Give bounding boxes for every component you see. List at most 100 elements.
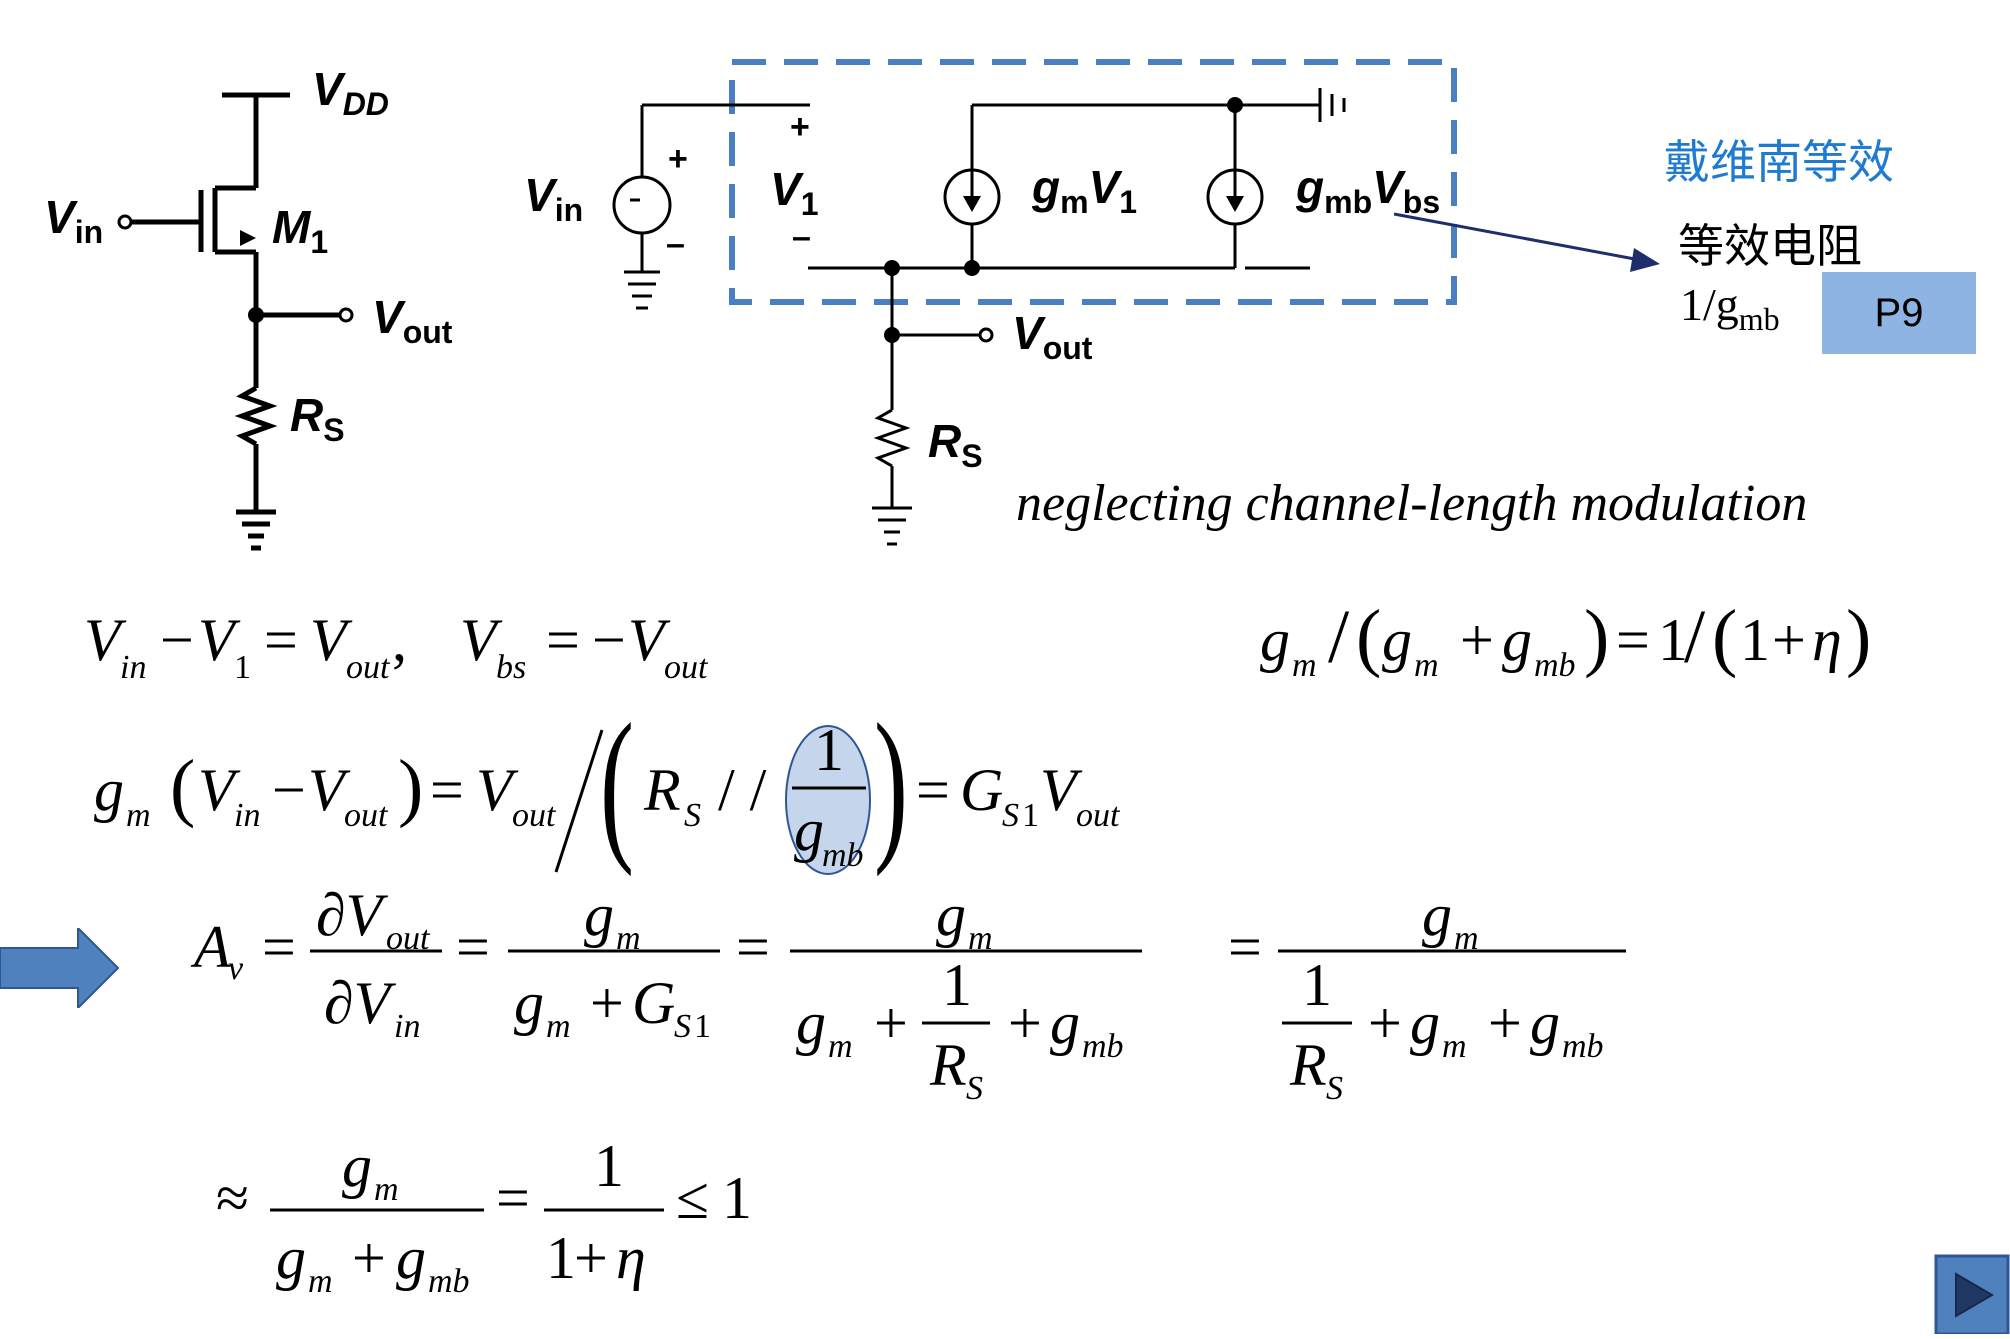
small-signal-circuit: [612, 59, 1457, 546]
equation-kvl: V in − V 1 = V out , V bs = − V out: [84, 607, 709, 686]
svg-text:(: (: [600, 700, 634, 878]
svg-text:/ /: / /: [718, 757, 767, 823]
svg-text:R: R: [643, 757, 681, 823]
svg-text:(: (: [1356, 595, 1381, 679]
svg-text:m: m: [374, 1171, 399, 1208]
svg-text:−: −: [592, 607, 626, 673]
svg-text:=: =: [1228, 914, 1262, 980]
svg-text:g: g: [584, 882, 614, 948]
svg-text:+: +: [574, 1225, 608, 1291]
svg-text:1: 1: [814, 717, 844, 783]
svg-text:−: −: [160, 607, 194, 673]
svg-text:mb: mb: [822, 837, 864, 874]
svg-text:): ): [1846, 595, 1871, 679]
svg-text:≈: ≈: [216, 1165, 249, 1231]
svg-text:m: m: [1442, 1028, 1467, 1065]
svg-text:=: =: [916, 757, 950, 823]
svg-text:v: v: [228, 950, 244, 987]
svg-text:mb: mb: [428, 1263, 470, 1300]
svg-text:G: G: [632, 970, 675, 1036]
svg-text:V: V: [310, 607, 353, 673]
right-vin-label: Vin: [524, 169, 584, 229]
source-follower-circuit: [117, 92, 354, 551]
assumption-note: neglecting channel-length modulation: [1016, 475, 1808, 532]
equation-gain: A v = ∂V out ∂V in = g m g m + G S 1 = g…: [190, 882, 1626, 1107]
equivalent-resistance-label: 等效电阻: [1678, 219, 1862, 273]
thevenin-dashed-box: [729, 59, 1457, 305]
svg-text:+: +: [590, 970, 624, 1036]
play-next-icon: [1934, 1254, 2010, 1336]
svg-text:): ): [874, 700, 908, 878]
next-slide-button[interactable]: [1934, 1254, 2010, 1336]
svg-text:=: =: [736, 914, 770, 980]
v1-minus-sign: –: [792, 218, 811, 256]
svg-text:+: +: [1488, 990, 1522, 1056]
page-ref-badge[interactable]: P9: [1822, 272, 1976, 354]
svg-text:V: V: [308, 757, 351, 823]
svg-text:=: =: [262, 914, 296, 980]
svg-text:g: g: [796, 990, 826, 1056]
svg-text:S: S: [1326, 1070, 1343, 1107]
svg-text:out: out: [346, 649, 391, 686]
svg-text:G: G: [960, 757, 1003, 823]
svg-text:out: out: [664, 649, 709, 686]
svg-text:1: 1: [234, 649, 251, 686]
svg-text:R: R: [1289, 1032, 1327, 1098]
vin-plus-sign: +: [668, 140, 688, 178]
svg-text:out: out: [512, 797, 557, 834]
svg-text:g: g: [1502, 607, 1532, 673]
svg-text:+: +: [874, 990, 908, 1056]
left-vdd-label: VDD: [312, 63, 389, 123]
svg-text:=: =: [1616, 607, 1650, 673]
svg-text:m: m: [308, 1263, 333, 1300]
svg-text:g: g: [342, 1133, 372, 1199]
left-rs-label: RS: [290, 389, 345, 449]
svg-text:): ): [1584, 595, 1609, 679]
svg-text:,: ,: [392, 607, 407, 673]
svg-text:V: V: [84, 607, 127, 673]
svg-text:V: V: [476, 757, 519, 823]
svg-text:(: (: [170, 745, 195, 829]
svg-text:V: V: [460, 607, 503, 673]
svg-text:out: out: [1076, 797, 1121, 834]
svg-text:1: 1: [942, 952, 972, 1018]
svg-text:=: =: [430, 757, 464, 823]
svg-text:+: +: [1460, 607, 1494, 673]
svg-text:+: +: [352, 1225, 386, 1291]
right-vout-label: Vout: [1012, 307, 1093, 367]
svg-text:g: g: [1050, 990, 1080, 1056]
svg-text:/: /: [1328, 595, 1350, 679]
svg-text:=: =: [546, 607, 580, 673]
svg-text:1: 1: [546, 1225, 576, 1291]
svg-text:g: g: [794, 797, 824, 863]
svg-text:bs: bs: [496, 649, 526, 686]
svg-text:S: S: [966, 1070, 983, 1107]
svg-text:V: V: [198, 757, 241, 823]
svg-text:mb: mb: [1082, 1028, 1124, 1065]
svg-text:g: g: [94, 757, 124, 823]
svg-text:g: g: [1422, 882, 1452, 948]
svg-text:g: g: [1530, 990, 1560, 1056]
vin-terminal: [117, 214, 133, 230]
vin-minus-sign: –: [666, 225, 685, 263]
highlight-ellipse: [785, 725, 871, 875]
svg-text:S: S: [684, 797, 701, 834]
svg-text:m: m: [126, 797, 151, 834]
svg-text:g: g: [1260, 607, 1290, 673]
gmb-vbs-label: gmbVbs: [1296, 161, 1441, 221]
svg-text:A: A: [190, 914, 231, 980]
svg-text:=: =: [496, 1165, 530, 1231]
left-vin-label: Vin: [44, 191, 104, 251]
svg-text:in: in: [120, 649, 146, 686]
svg-text:S: S: [674, 1008, 691, 1045]
svg-text:g: g: [276, 1225, 306, 1291]
svg-text:=: =: [264, 607, 298, 673]
svg-text:(: (: [1712, 595, 1737, 679]
svg-text:≤: ≤: [676, 1165, 709, 1231]
svg-text:g: g: [1410, 990, 1440, 1056]
svg-text:=: =: [456, 914, 490, 980]
svg-text:g: g: [1382, 607, 1412, 673]
svg-text:in: in: [234, 797, 260, 834]
vout-terminal-right: [978, 327, 994, 343]
svg-text:∂V: ∂V: [316, 882, 389, 948]
